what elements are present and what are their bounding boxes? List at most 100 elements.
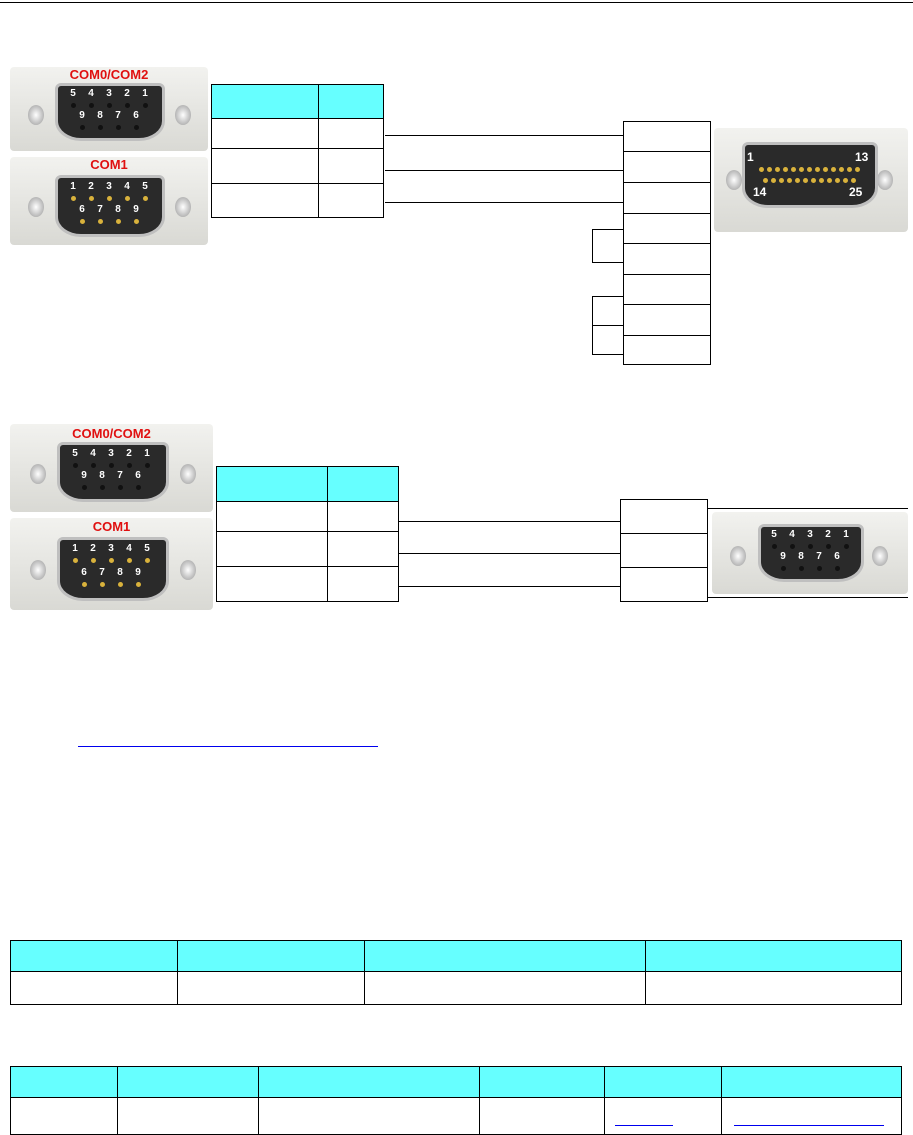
loopback-wire [592,229,623,230]
table-cell [645,971,902,1005]
table-cell [211,118,319,149]
db25-pin-table [623,121,711,365]
table-header-cell [479,1066,605,1098]
table-cell [620,567,708,602]
screw-icon [175,105,191,125]
pin-label: 5 [70,88,76,99]
info-table-1 [10,940,902,1005]
pin-label: 5 [771,529,777,540]
pin-label: 2 [90,543,96,554]
table-cell [623,182,711,214]
screw-icon [877,170,893,190]
pin-label: 6 [135,470,141,481]
pin-label: 3 [106,88,112,99]
pin-label: 6 [81,567,87,578]
table-cell [327,566,399,602]
table-cell [258,1097,480,1135]
header-rule [0,2,913,3]
table-header-cell [177,940,365,972]
table-header-cell [604,1066,722,1098]
pin-label: 9 [79,110,85,121]
table-header-cell [364,940,646,972]
pin-label: 8 [117,567,123,578]
table-cell [10,1097,118,1135]
pin-label: 7 [117,470,123,481]
db25-connector: 1 13 14 25 [714,128,908,232]
table-cell [327,531,399,567]
connector-label: COM0/COM2 [69,67,149,82]
table-cell [479,1097,605,1135]
table-cell [327,501,399,532]
table-cell [318,183,384,218]
table-cell-link[interactable] [721,1097,902,1135]
pin-label: 9 [81,470,87,481]
connector-label: COM0/COM2 [72,426,151,441]
table-header-cell [10,1066,118,1098]
pin-label: 2 [126,448,132,459]
wire [398,553,620,554]
pin-label: 25 [849,185,863,199]
table-cell [177,971,365,1005]
pin-label: 5 [144,543,150,554]
pin-label: 6 [834,551,840,562]
hyperlink[interactable] [78,746,378,747]
wire [385,202,623,203]
pin-label: 1 [72,543,78,554]
pin-label: 3 [108,543,114,554]
table-cell [216,531,328,567]
table-cell [318,148,384,184]
table-header-cell [211,84,319,119]
pin-label: 13 [855,150,869,164]
table-cell [364,971,646,1005]
hyperlink[interactable] [734,1125,884,1126]
screw-icon [28,197,44,217]
wire [398,586,620,587]
table-header-cell [645,940,902,972]
pin-label: 8 [97,110,103,121]
hyperlink[interactable] [615,1125,673,1126]
pin-label: 7 [115,110,121,121]
screw-icon [30,560,46,580]
pin-label: 7 [99,567,105,578]
pin-label: 9 [133,204,139,215]
wire [398,521,620,522]
pin-label: 2 [88,181,94,192]
screw-icon [180,464,196,484]
pin-label: 6 [133,110,139,121]
pin-label: 4 [789,529,795,540]
connector-label: COM1 [92,519,131,534]
table-cell [623,304,711,336]
pin-table-1 [211,84,384,218]
pin-label: 8 [115,204,121,215]
pin-label: 1 [144,448,150,459]
table-cell [117,1097,259,1135]
pin-label: 14 [753,185,767,199]
table-cell [10,971,178,1005]
screw-icon [180,560,196,580]
divider [708,508,908,509]
table-cell-link[interactable] [604,1097,722,1135]
pin-label: 3 [807,529,813,540]
connector-label: COM1 [90,157,128,172]
wire [385,135,623,136]
pin-label: 7 [97,204,103,215]
pin-label: 1 [843,529,849,540]
pin-label: 4 [126,543,132,554]
screw-icon [30,464,46,484]
screw-icon [730,546,746,566]
table-header-cell [721,1066,902,1098]
screw-icon [175,197,191,217]
table-cell [211,183,319,218]
pin-label: 8 [99,470,105,481]
loopback-wire [592,325,623,326]
loopback-wire [592,229,593,262]
screw-icon [872,546,888,566]
